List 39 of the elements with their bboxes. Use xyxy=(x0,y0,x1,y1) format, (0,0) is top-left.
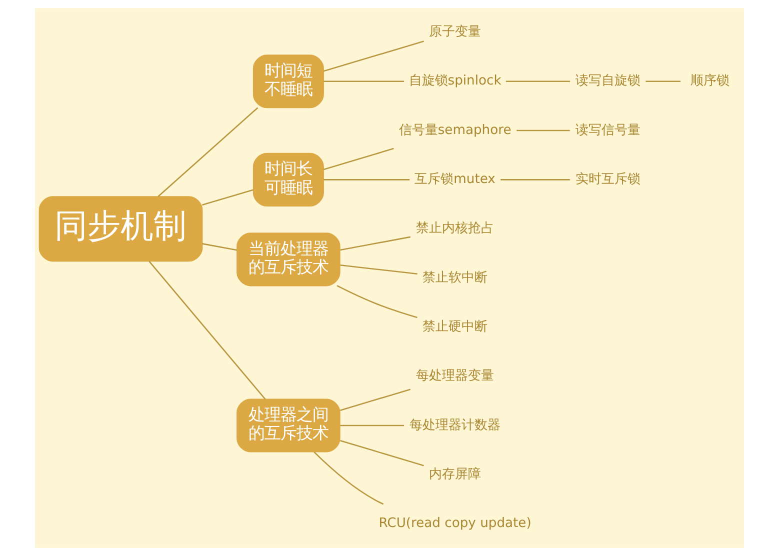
connector xyxy=(645,80,680,82)
node-text: 原子变量 xyxy=(428,24,481,40)
node-text: 每处理器变量 xyxy=(416,368,494,384)
node-text: 信号量semaphore xyxy=(398,122,511,138)
connector xyxy=(340,236,410,251)
connector xyxy=(336,285,417,318)
connector xyxy=(505,80,570,82)
node-text: 实时互斥锁 xyxy=(574,172,640,188)
node-text: 内存屏障 xyxy=(428,467,481,482)
node-text: 互斥锁mutex xyxy=(414,172,495,188)
connector xyxy=(323,179,410,180)
connector xyxy=(322,148,394,170)
node-text: RCU(read copy update) xyxy=(378,516,531,532)
connector xyxy=(157,107,258,197)
node-text: 禁止内核抢占 xyxy=(416,221,494,236)
node-text: 禁止软中断 xyxy=(422,270,488,286)
connector xyxy=(340,440,424,466)
node-text: 读写信号量 xyxy=(574,122,640,138)
connector xyxy=(323,80,404,82)
node-box: 处理器之间的互斥技术 xyxy=(236,398,340,452)
connector xyxy=(202,243,237,251)
connector xyxy=(340,388,410,411)
connector xyxy=(340,424,404,426)
connector xyxy=(313,452,384,505)
node-text: 读写自旋锁 xyxy=(574,74,640,89)
node-text: 自旋锁spinlock xyxy=(408,74,501,89)
connector xyxy=(202,189,253,206)
connector xyxy=(340,264,417,275)
node-text: 禁止硬中断 xyxy=(422,320,488,335)
connector xyxy=(322,40,424,72)
node-box: 当前处理器的互斥技术 xyxy=(236,232,340,286)
node-text: 每处理器计数器 xyxy=(409,418,500,433)
connector xyxy=(148,260,266,400)
node-box: 时间长可睡眠 xyxy=(252,152,324,206)
node-text: 顺序锁 xyxy=(690,74,730,89)
connector xyxy=(500,179,570,180)
node-box: 时间短不睡眠 xyxy=(252,54,324,108)
connector xyxy=(516,130,570,132)
node-box: 同步机制 xyxy=(38,196,202,262)
